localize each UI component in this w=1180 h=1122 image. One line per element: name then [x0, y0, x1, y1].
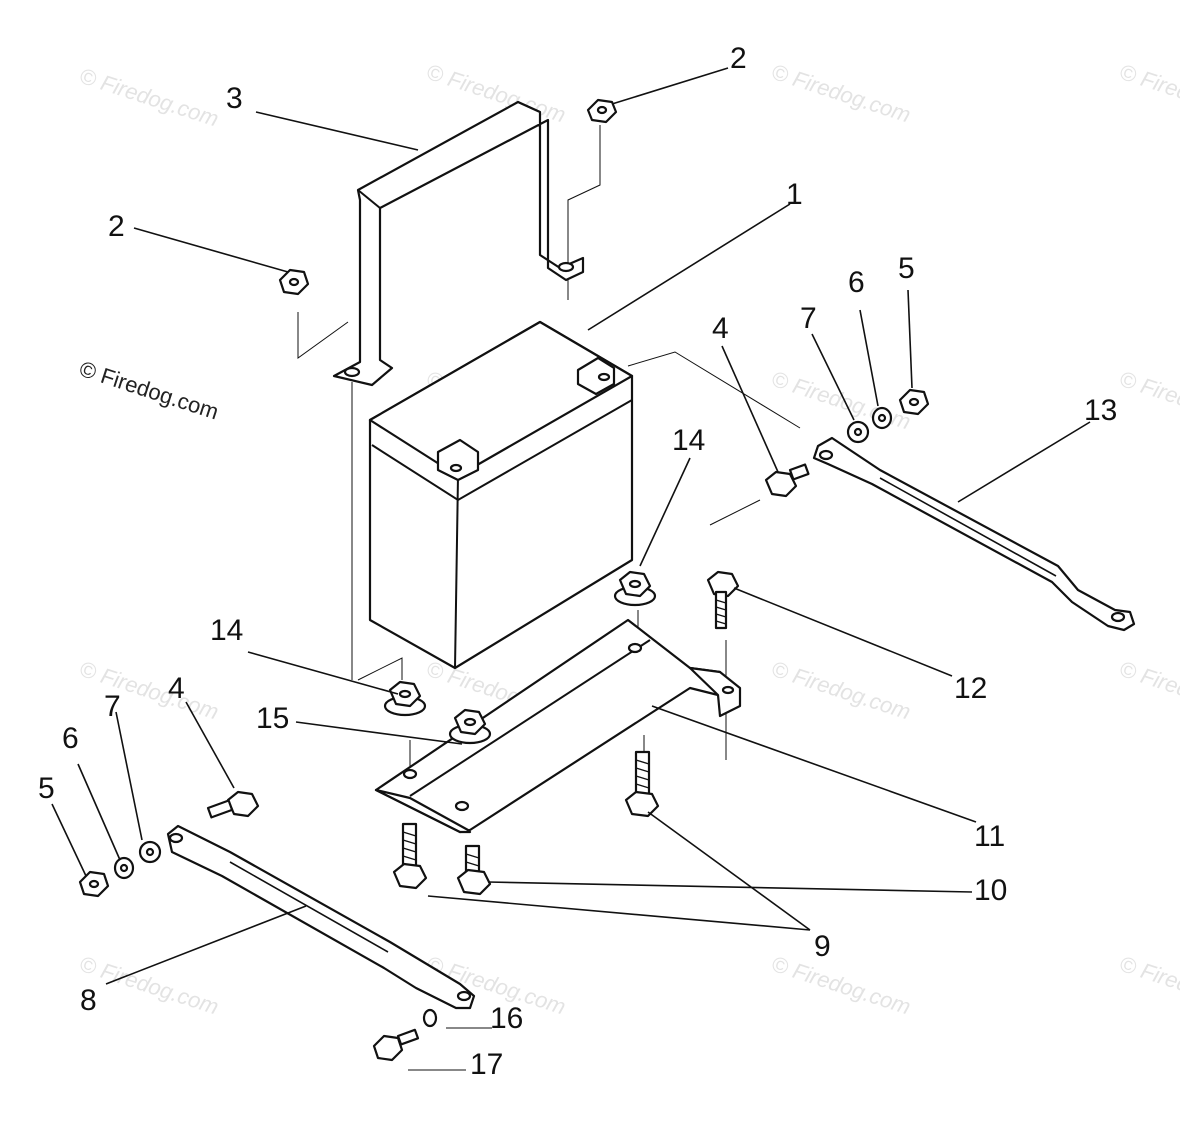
callout-6-left: 6: [62, 722, 79, 755]
washer-7-left: [138, 840, 162, 864]
nut-5-right: [898, 388, 930, 416]
watermark: © Firedog.com: [768, 59, 913, 127]
callout-8: 8: [80, 984, 97, 1017]
callout-2-left: 2: [108, 210, 125, 243]
bolt-9-right: [624, 750, 660, 818]
nut-5-left: [78, 870, 110, 898]
flange-nut-14-left: [383, 680, 427, 717]
callout-11: 11: [974, 820, 1005, 853]
bolt-10: [456, 844, 492, 896]
watermark: © Firedog.com: [1116, 366, 1180, 434]
bolt-12: [706, 570, 740, 630]
watermark: © Firedog.com: [76, 656, 221, 724]
watermark: © Firedog.com: [768, 951, 913, 1019]
lock-washer-6-right: [871, 406, 893, 430]
watermark: © Firedog.com: [76, 63, 221, 131]
flange-nut-14-right: [613, 570, 657, 607]
washer-16: [422, 1008, 438, 1028]
callout-1: 1: [786, 178, 803, 211]
callout-14-left: 14: [210, 614, 243, 647]
battery-strap: [332, 100, 585, 387]
lock-washer-6-left: [113, 856, 135, 880]
callout-15: 15: [256, 702, 289, 735]
leader-lines: [51, 67, 1091, 985]
callout-17: 17: [470, 1048, 503, 1081]
callout-13: 13: [1084, 394, 1117, 427]
watermark: © Firedog.com: [1116, 656, 1180, 724]
watermark-prominent: © Firedog.com: [76, 356, 221, 424]
callout-6-right: 6: [848, 266, 865, 299]
callout-5-left: 5: [38, 772, 55, 805]
callout-4-right: 4: [712, 312, 729, 345]
callout-7-left: 7: [104, 690, 121, 723]
callout-9: 9: [814, 930, 831, 963]
washer-7-right: [846, 420, 870, 444]
callout-labels: 1 2 2 3 4 4 5 5 6 6 7 7 8 9 10 11 12 13 …: [38, 42, 1117, 1081]
battery-cable-13: [812, 436, 1136, 632]
callout-10: 10: [974, 874, 1007, 907]
watermark: © Firedog.com: [768, 366, 913, 434]
battery-tray: [374, 618, 742, 834]
callout-4-left: 4: [168, 672, 185, 705]
callout-3: 3: [226, 82, 243, 115]
bolt-17: [372, 1028, 420, 1062]
flange-nut-15: [448, 708, 492, 745]
callout-2-top: 2: [730, 42, 747, 75]
battery: [368, 320, 634, 670]
bolt-9-left: [392, 822, 428, 890]
nut-2-left: [278, 268, 310, 296]
callout-7-right: 7: [800, 302, 817, 335]
nut-2-top: [586, 98, 618, 124]
bolt-4-left: [206, 790, 260, 819]
callout-5-right: 5: [898, 252, 915, 285]
watermark: © Firedog.com: [1116, 59, 1180, 127]
bolt-4-right: [764, 463, 810, 498]
watermark: © Firedog.com: [768, 656, 913, 724]
callout-16: 16: [490, 1002, 523, 1035]
watermark: © Firedog.com: [1116, 951, 1180, 1019]
battery-cable-8: [166, 824, 476, 1010]
watermark: © Firedog.com: [76, 951, 221, 1019]
callout-14-right: 14: [672, 424, 705, 457]
callout-12: 12: [954, 672, 987, 705]
